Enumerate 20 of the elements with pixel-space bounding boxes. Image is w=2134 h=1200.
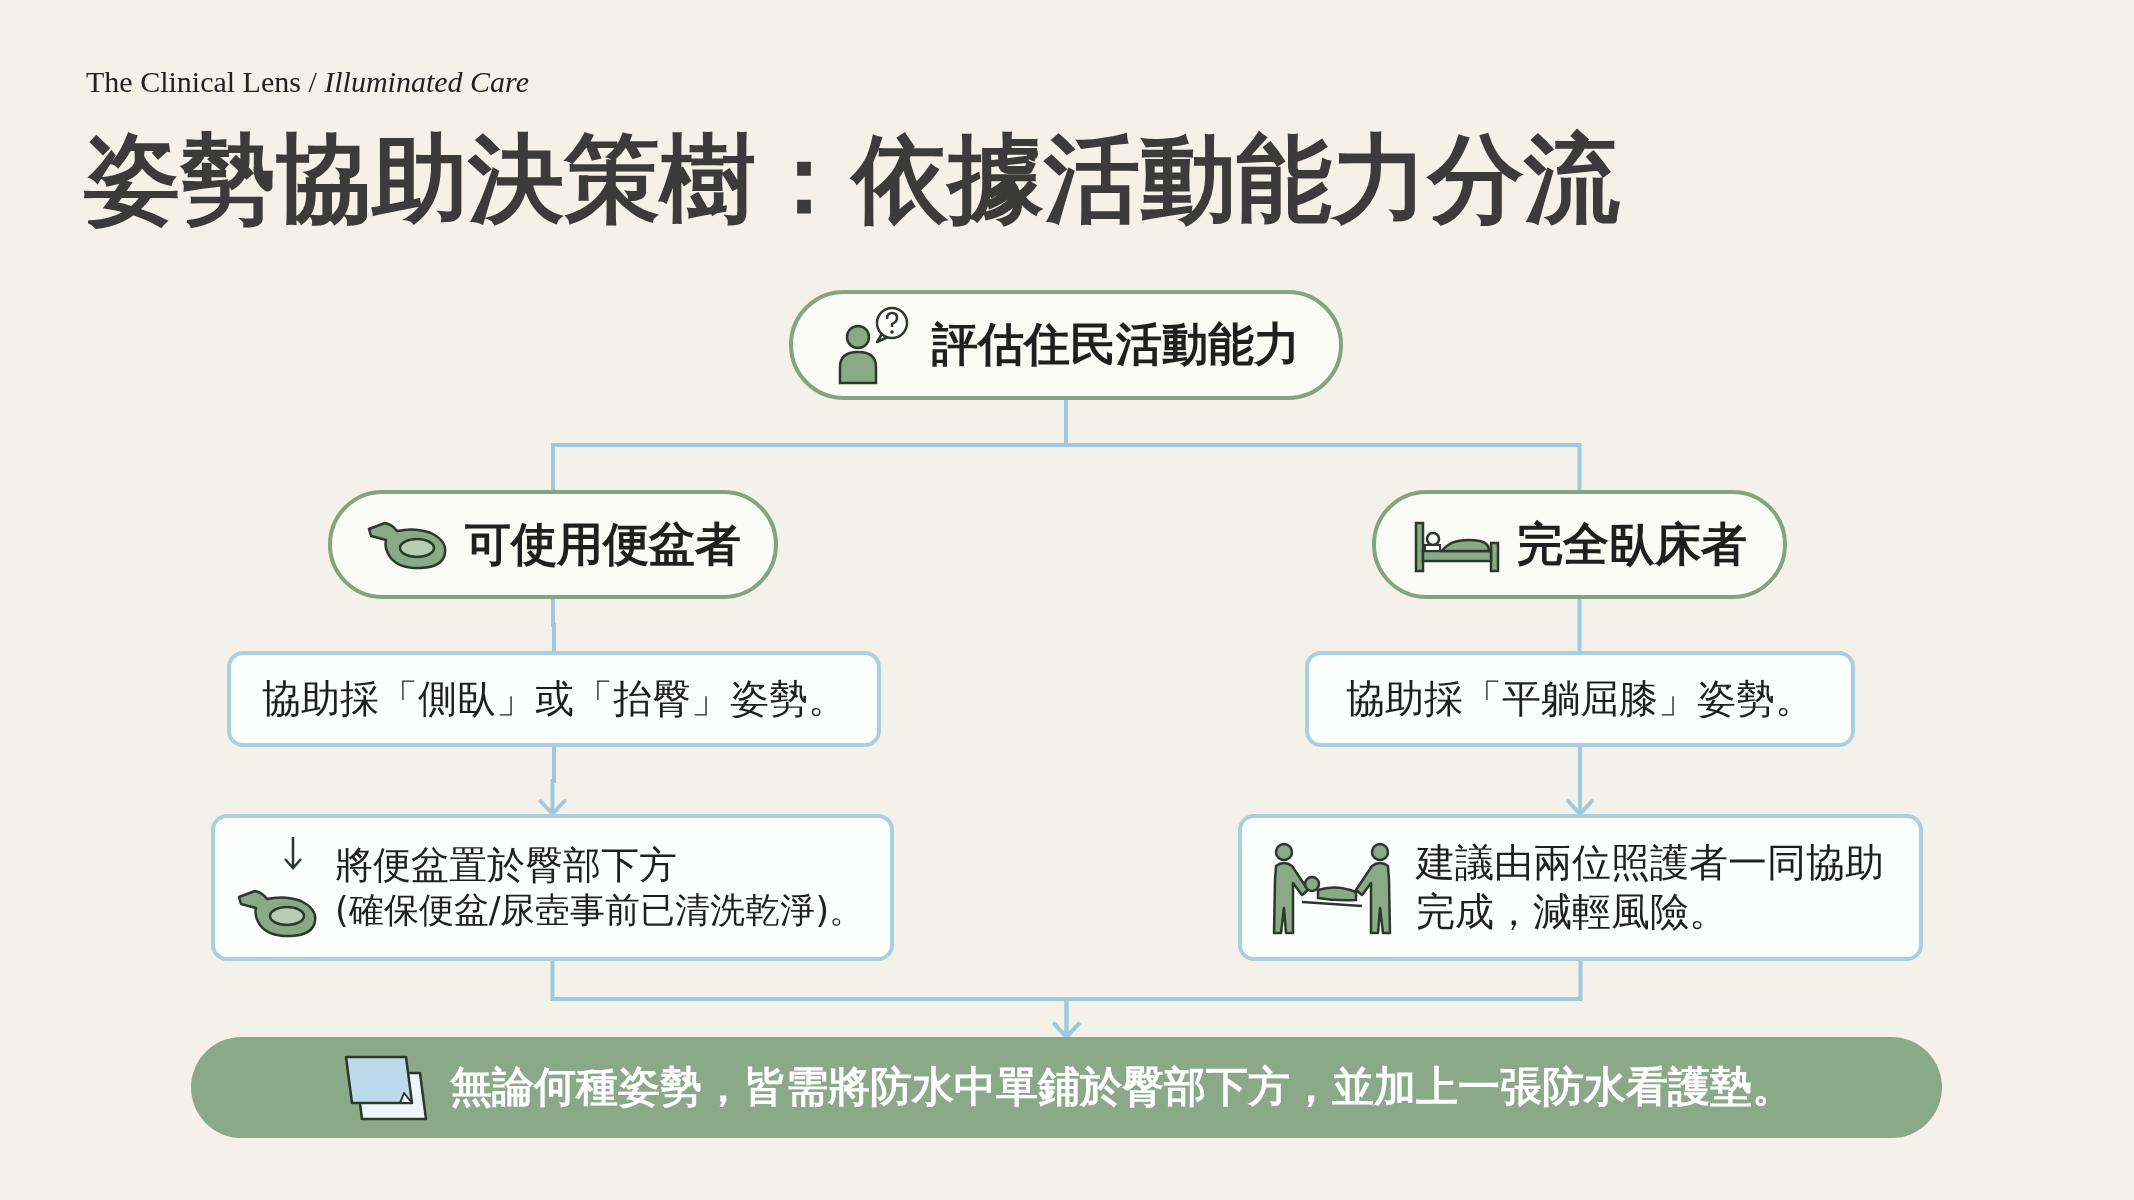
node-label: 完全臥床者	[1517, 515, 1747, 573]
connector-line	[551, 599, 556, 651]
title: 姿勢協助決策樹：依據活動能力分流	[84, 122, 1620, 237]
header-text: The Clinical Lens / Illuminated Care	[86, 64, 529, 100]
step-text: 協助採「平躺屈膝」姿勢。	[1346, 674, 1814, 723]
step-text: 協助採「側臥」或「抬臀」姿勢。	[261, 674, 847, 723]
connector-line	[1577, 599, 1582, 651]
arrow	[538, 747, 567, 816]
arrow	[1566, 747, 1594, 816]
arrow	[1052, 961, 1583, 1039]
step-box	[227, 651, 881, 747]
node-label: 可使用便盆者	[465, 515, 741, 573]
step-box	[1305, 651, 1855, 747]
step-box	[211, 814, 894, 961]
step-box	[1238, 814, 1923, 961]
step-text: (確保便盆/尿壺事前已清洗乾淨)。	[335, 889, 865, 933]
step-text: 建議由兩位照護者一同協助完成，減輕風險。	[1416, 838, 1885, 936]
note-text: 無論何種姿勢，皆需將防水中單鋪於臀部下方，並加上一張防水看護墊。	[449, 1061, 1794, 1114]
step-text: 將便盆置於臀部下方	[335, 841, 677, 889]
node-label: 評估住民活動能力	[932, 316, 1300, 374]
